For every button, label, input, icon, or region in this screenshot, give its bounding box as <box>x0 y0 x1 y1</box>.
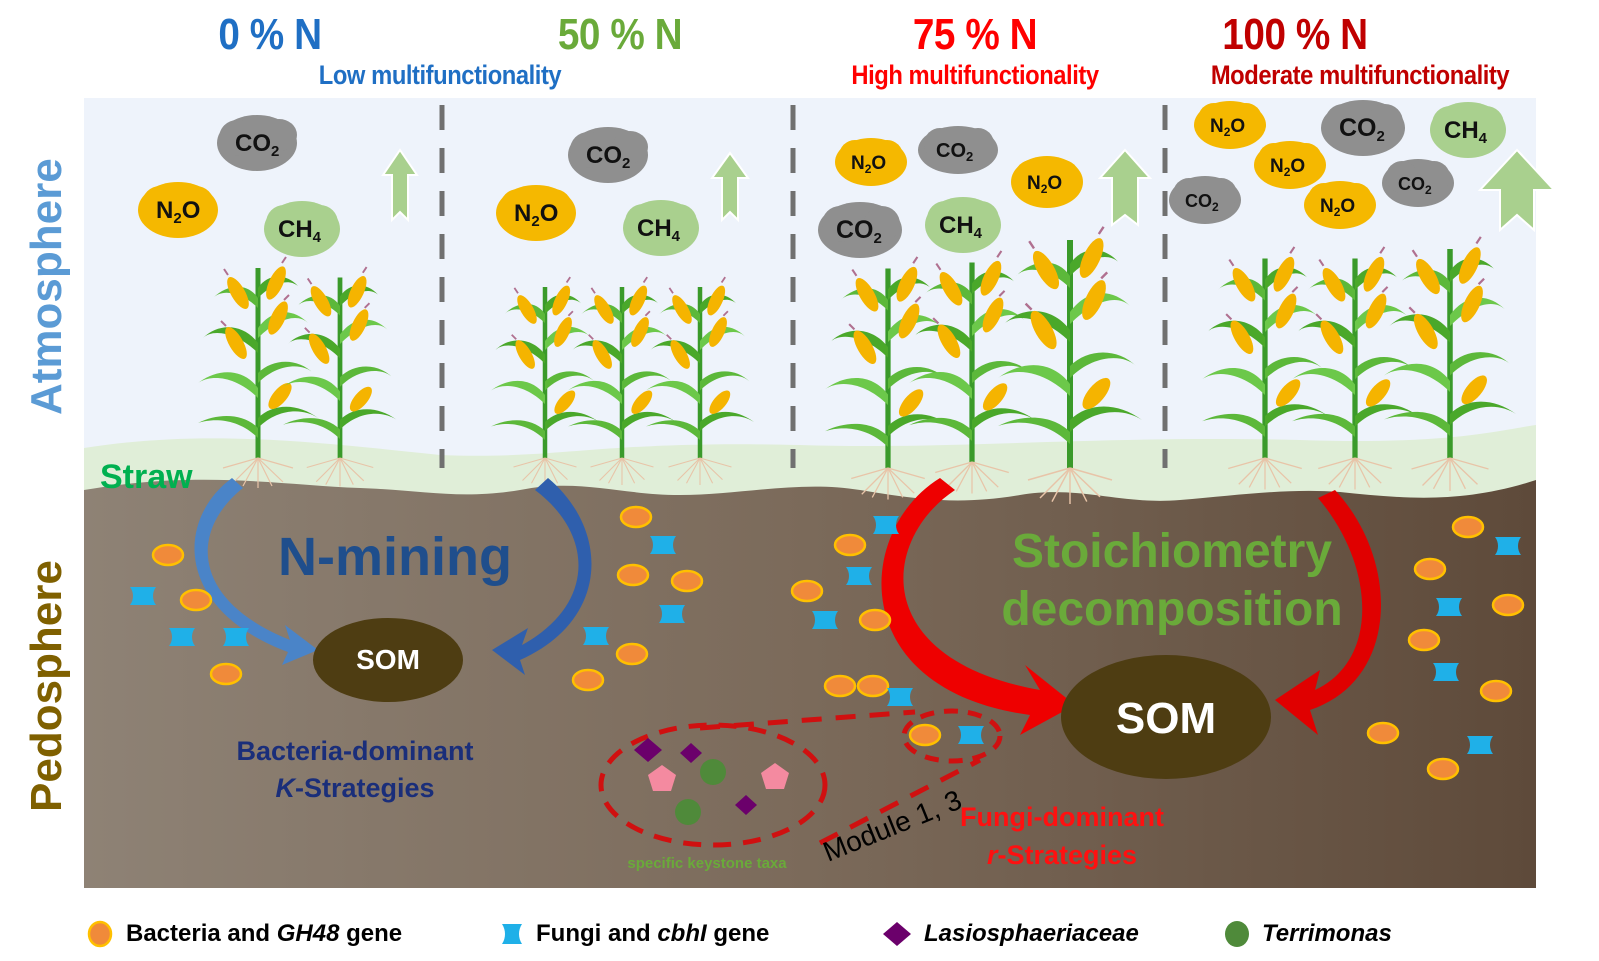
n-mining-label: N-mining <box>278 527 512 587</box>
cloud-co2: CO2 <box>568 127 648 183</box>
svg-text:N2O: N2O <box>1320 196 1355 219</box>
svg-text:N2O: N2O <box>1027 173 1062 196</box>
svg-text:CO2: CO2 <box>936 140 973 164</box>
bacteria-circle-icon <box>87 920 113 948</box>
cloud-co2: CO2 <box>1321 100 1405 156</box>
keystone-taxa-label: specific keystone taxa <box>627 855 787 872</box>
svg-text:N2O: N2O <box>156 197 200 227</box>
soil-layer <box>84 479 1536 888</box>
column-title-75n: 75 % N <box>912 10 1038 59</box>
stoich-label-1: Stoichiometry <box>1012 525 1332 578</box>
blob-icon <box>675 799 701 825</box>
svg-text:CO2: CO2 <box>1339 114 1385 145</box>
svg-text:N2O: N2O <box>1270 156 1305 179</box>
som-label-large: SOM <box>1116 694 1216 743</box>
cloud-n2o: N2O <box>1194 101 1266 149</box>
k-strategies-label: K-Strategies <box>275 773 434 803</box>
cloud-ch4: CH4 <box>1430 102 1506 158</box>
diamond-icon <box>735 795 757 815</box>
column-subtitle-low: Low multifunctionality <box>318 60 562 90</box>
cloud-n2o: N2O <box>1304 181 1376 229</box>
svg-text:CH4: CH4 <box>637 215 681 245</box>
pentagon-icon <box>761 763 789 789</box>
blob-icon <box>700 759 726 785</box>
svg-text:CH4: CH4 <box>1444 117 1488 147</box>
som-small <box>313 618 463 702</box>
cloud-n2o: N2O <box>1011 156 1083 208</box>
legend-text: Bacteria and GH48 gene <box>126 920 403 947</box>
n-mining-arrow-right <box>492 478 592 675</box>
legend-fungi: Fungi and cbhI gene <box>498 916 769 952</box>
diamond-icon <box>680 743 702 763</box>
up-arrow-icon <box>710 151 750 223</box>
cloud-ch4: CH4 <box>264 201 340 257</box>
svg-text:CO2: CO2 <box>1185 191 1219 214</box>
keystone-taxa-ellipse <box>598 722 828 848</box>
svg-text:CO2: CO2 <box>586 142 630 172</box>
straw-label: Straw <box>100 458 193 496</box>
r-strategies-label: r-Strategies <box>987 840 1137 870</box>
green-blob-icon <box>1225 921 1249 947</box>
pentagon-icon <box>648 765 676 791</box>
module-ellipse <box>901 708 1003 764</box>
diamond-icon <box>634 738 662 762</box>
fungi-tab-icon <box>502 924 522 944</box>
up-arrow-icon <box>381 148 419 223</box>
n-mining-arrow-left <box>194 478 318 665</box>
up-arrow-icon <box>1477 148 1557 233</box>
svg-text:CO2: CO2 <box>836 216 882 247</box>
legend-bacteria: Bacteria and GH48 gene <box>86 916 402 952</box>
purple-diamond-icon <box>883 922 911 946</box>
legend-terrimonas: Terrimonas <box>1222 916 1392 952</box>
module-connector-top <box>699 709 916 731</box>
cloud-ch4: CH4 <box>925 197 1001 253</box>
cloud-ch4: CH4 <box>623 200 699 256</box>
up-arrow-icon <box>1097 148 1153 228</box>
cloud-co2: CO2 <box>1169 176 1241 224</box>
svg-text:CO2: CO2 <box>1398 174 1432 197</box>
stoich-arrow-right <box>1275 490 1382 735</box>
svg-text:CH4: CH4 <box>278 216 322 246</box>
module-connector-bottom <box>818 757 982 846</box>
svg-text:N2O: N2O <box>514 200 558 230</box>
bacteria-dominant-label: Bacteria-dominant <box>236 736 473 766</box>
cloud-co2: CO2 <box>217 115 297 171</box>
legend-text: Fungi and cbhI gene <box>536 920 770 947</box>
cloud-co2: CO2 <box>1382 159 1454 207</box>
som-large <box>1061 655 1271 779</box>
som-label-small: SOM <box>356 644 420 675</box>
cloud-n2o: N2O <box>138 182 218 238</box>
legend-lasiosphaeriaceae: Lasiosphaeriaceae <box>880 916 1139 952</box>
legend-text: Lasiosphaeriaceae <box>924 920 1139 947</box>
column-title-0n: 0 % N <box>218 10 322 59</box>
column-title-100n: 100 % N <box>1222 10 1368 59</box>
cloud-n2o: N2O <box>835 138 907 186</box>
cloud-co2: CO2 <box>918 126 998 174</box>
svg-text:N2O: N2O <box>851 153 886 176</box>
legend-text: Terrimonas <box>1262 920 1392 947</box>
column-subtitle-high: High multifunctionality <box>851 60 1099 90</box>
cloud-n2o: N2O <box>496 185 576 241</box>
svg-text:N2O: N2O <box>1210 116 1245 139</box>
svg-text:CO2: CO2 <box>235 130 279 160</box>
fungi-dominant-label: Fungi-dominant <box>960 802 1164 832</box>
stoich-arrow-left <box>881 478 1075 735</box>
column-subtitle-moderate: Moderate multifunctionality <box>1210 60 1510 90</box>
stoich-label-2: decomposition <box>1001 583 1342 636</box>
cloud-co2: CO2 <box>818 202 902 258</box>
svg-text:CH4: CH4 <box>939 212 983 242</box>
cloud-n2o: N2O <box>1254 141 1326 189</box>
column-title-50n: 50 % N <box>557 10 683 59</box>
